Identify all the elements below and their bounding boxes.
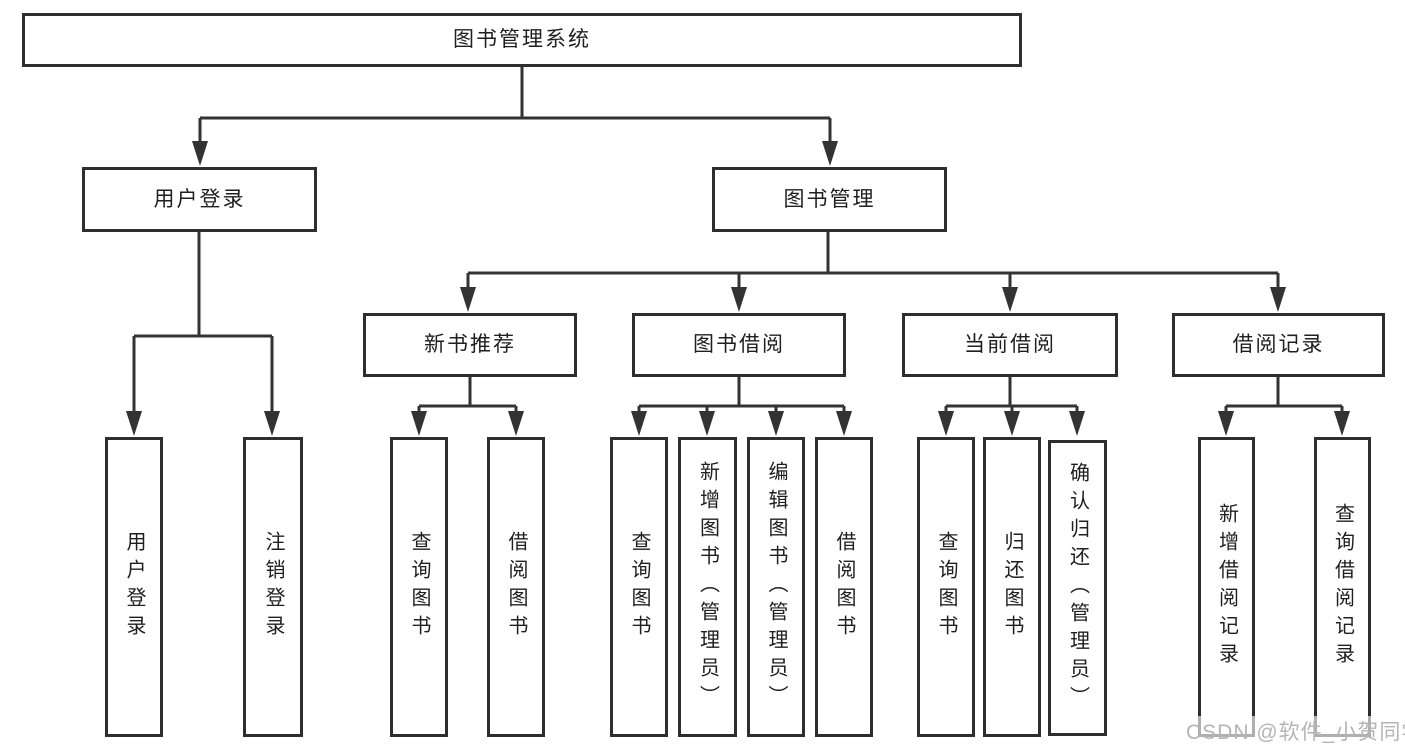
node-user-login-label: 用户登录: [153, 187, 246, 211]
leaf-query-books-recommend-label: 查询图书: [408, 531, 430, 643]
leaf-borrow-books-recommend: 借阅图书: [487, 437, 545, 737]
leaf-query-books-current: 查询图书: [917, 437, 975, 737]
csdn-watermark: CSDN @软件_小贺同学: [1183, 716, 1405, 746]
leaf-return-book-label: 归还图书: [1001, 531, 1023, 643]
leaf-edit-book-admin-label: 编辑图书（管理员）: [765, 461, 787, 713]
leaf-confirm-return-admin-label: 确认归还（管理员）: [1066, 462, 1089, 714]
leaf-borrow-books-recommend-label: 借阅图书: [505, 531, 527, 643]
node-new-book-recommend: 新书推荐: [363, 313, 577, 377]
node-borrow-records-label: 借阅记录: [1232, 333, 1325, 357]
leaf-query-books-borrow-label: 查询图书: [628, 531, 650, 643]
leaf-borrow-books: 借阅图书: [815, 437, 873, 737]
connector-root-to-level2: [192, 67, 838, 166]
connector-book-borrow-to-leaves: [631, 377, 852, 436]
leaf-return-book: 归还图书: [983, 437, 1041, 737]
node-root: 图书管理系统: [22, 13, 1022, 67]
connector-new-book-to-leaves: [411, 377, 524, 436]
node-book-borrow-label: 图书借阅: [693, 333, 785, 357]
node-current-borrow-label: 当前借阅: [964, 333, 1056, 357]
leaf-add-borrow-record: 新增借阅记录: [1198, 437, 1255, 737]
leaf-borrow-books-label: 借阅图书: [833, 531, 855, 643]
leaf-add-book-admin-label: 新增图书（管理员）: [696, 461, 719, 713]
connector-book-management-to-level3: [460, 232, 1286, 312]
leaf-query-borrow-record: 查询借阅记录: [1314, 437, 1371, 737]
leaf-query-books-recommend: 查询图书: [390, 437, 448, 737]
leaf-query-books-borrow: 查询图书: [610, 437, 668, 737]
connector-borrow-records-to-leaves: [1218, 377, 1350, 436]
leaf-add-book-admin: 新增图书（管理员）: [678, 437, 737, 737]
leaf-query-borrow-record-label: 查询借阅记录: [1331, 503, 1354, 671]
node-current-borrow: 当前借阅: [902, 313, 1118, 377]
node-book-management-label: 图书管理: [783, 187, 876, 211]
node-new-book-recommend-label: 新书推荐: [424, 333, 516, 357]
leaf-logout-label: 注销登录: [262, 531, 284, 643]
leaf-confirm-return-admin: 确认归还（管理员）: [1048, 440, 1107, 736]
leaf-query-books-current-label: 查询图书: [935, 531, 957, 643]
leaf-logout: 注销登录: [243, 437, 303, 737]
node-book-borrow: 图书借阅: [632, 313, 846, 377]
node-borrow-records: 借阅记录: [1172, 313, 1385, 377]
leaf-add-borrow-record-label: 新增借阅记录: [1215, 503, 1238, 671]
connector-user-login-to-leaves: [126, 232, 280, 436]
leaf-user-login: 用户登录: [105, 437, 163, 737]
connector-current-borrow-to-leaves: [938, 377, 1085, 436]
node-root-label: 图书管理系统: [453, 28, 591, 52]
node-user-login: 用户登录: [82, 167, 317, 232]
leaf-user-login-label: 用户登录: [123, 531, 145, 643]
leaf-edit-book-admin: 编辑图书（管理员）: [747, 437, 805, 737]
node-book-management: 图书管理: [712, 167, 947, 232]
